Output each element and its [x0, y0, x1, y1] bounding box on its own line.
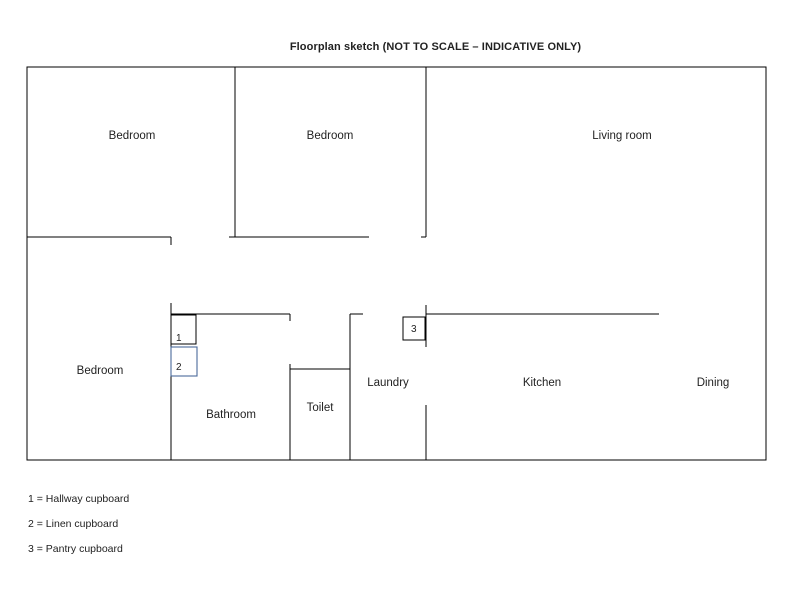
cupboard-number-2: 2: [176, 362, 182, 373]
room-label-laundry: Laundry: [367, 377, 409, 389]
legend: 1 = Hallway cupboard 2 = Linen cupboard …: [28, 487, 129, 562]
plan-title: Floorplan sketch (NOT TO SCALE – INDICAT…: [289, 41, 582, 53]
pantry-cupboard: [402, 316, 426, 341]
legend-item-hallway: 1 = Hallway cupboard: [28, 493, 130, 505]
room-label-bedroom-3: Bedroom: [77, 365, 124, 377]
hallway-cupboard: [170, 314, 197, 345]
room-label-toilet: Toilet: [307, 402, 335, 414]
cupboard-number-1: 1: [176, 333, 182, 344]
cupboard-number-3: 3: [411, 324, 417, 335]
room-label-bathroom: Bathroom: [206, 409, 256, 421]
legend-item-pantry: 3 = Pantry cupboard: [28, 543, 123, 555]
linen-cupboard: [170, 346, 198, 377]
outer-wall: [26, 66, 767, 461]
room-label-living-room: Living room: [592, 130, 651, 142]
room-label-dining: Dining: [697, 377, 730, 389]
legend-item-linen: 2 = Linen cupboard: [28, 518, 119, 530]
room-label-kitchen: Kitchen: [523, 377, 561, 389]
room-label-bedroom-2: Bedroom: [307, 130, 354, 142]
room-label-bedroom-1: Bedroom: [109, 130, 156, 142]
